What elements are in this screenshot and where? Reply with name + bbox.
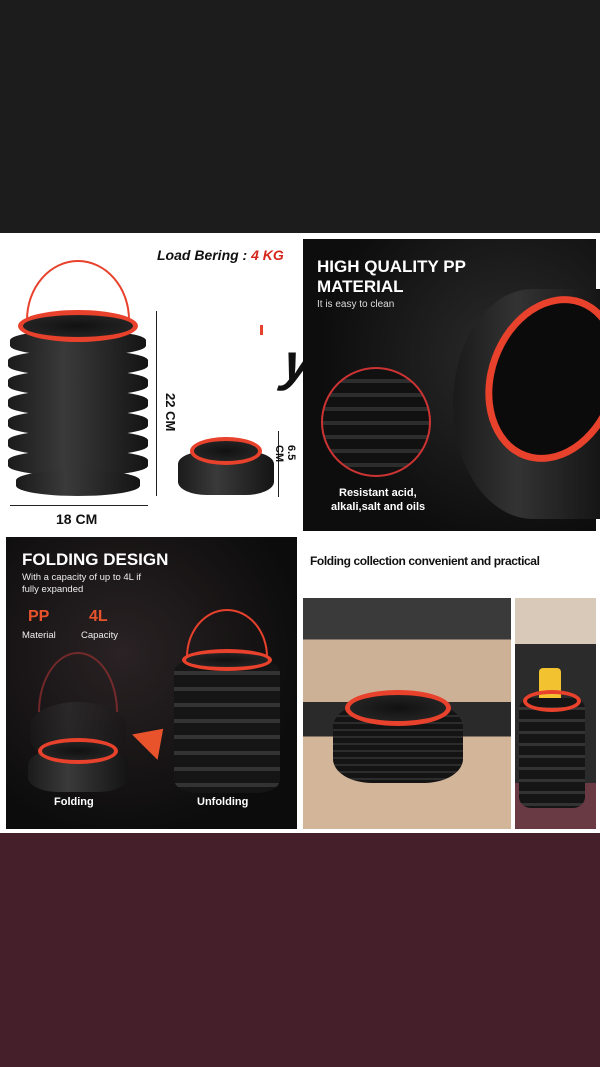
texture-zoom-circle [321, 367, 431, 477]
folded-bucket [178, 433, 274, 497]
material-panel: HIGH QUALITY PP MATERIAL It is easy to c… [303, 239, 600, 531]
usage-title: Folding collection convenient and practi… [310, 554, 540, 568]
usage-panel: Folding collection convenient and practi… [303, 537, 596, 829]
folded-height-dimension: 6.5 CM [273, 445, 297, 463]
height-dimension: 22 CM [163, 393, 178, 432]
width-dimension: 18 CM [56, 511, 98, 527]
product-image[interactable]: Load Bering : 4 KG 22 CM 18 CM 6.5 CM y … [0, 233, 600, 833]
unfolded-bucket-image [174, 609, 280, 793]
material-title-1: HIGH QUALITY PP [317, 257, 466, 276]
spec-pp-label: Material [22, 630, 56, 641]
unfold-arrow-icon [132, 716, 176, 760]
material-caption-1: Resistant acid, [339, 487, 417, 499]
folding-subtitle-1: With a capacity of up to 4L if [22, 572, 141, 583]
material-subtitle: It is easy to clean [317, 299, 395, 310]
seat-back-photo [515, 598, 596, 829]
viewer-top-background [0, 0, 600, 233]
folding-label: Folding [54, 796, 94, 808]
material-title-2: MATERIAL [317, 277, 404, 296]
folding-subtitle-2: fully expanded [22, 584, 84, 595]
dimensions-panel: Load Bering : 4 KG 22 CM 18 CM 6.5 CM y [0, 233, 331, 533]
spec-pp-value: PP [28, 608, 50, 625]
material-caption-2: alkali,salt and oils [331, 501, 426, 513]
folding-panel: FOLDING DESIGN With a capacity of up to … [6, 537, 297, 829]
load-bearing-label: Load Bering : 4 KG [157, 247, 284, 263]
spec-4l-value: 4L [89, 608, 108, 625]
unfolding-label: Unfolding [197, 796, 249, 808]
tall-bucket [8, 258, 148, 498]
viewer-bottom-background [0, 833, 600, 1067]
folded-bucket-image [28, 652, 128, 792]
car-console-photo [303, 598, 511, 829]
folding-title: FOLDING DESIGN [22, 550, 169, 569]
spec-4l-label: Capacity [81, 630, 118, 641]
